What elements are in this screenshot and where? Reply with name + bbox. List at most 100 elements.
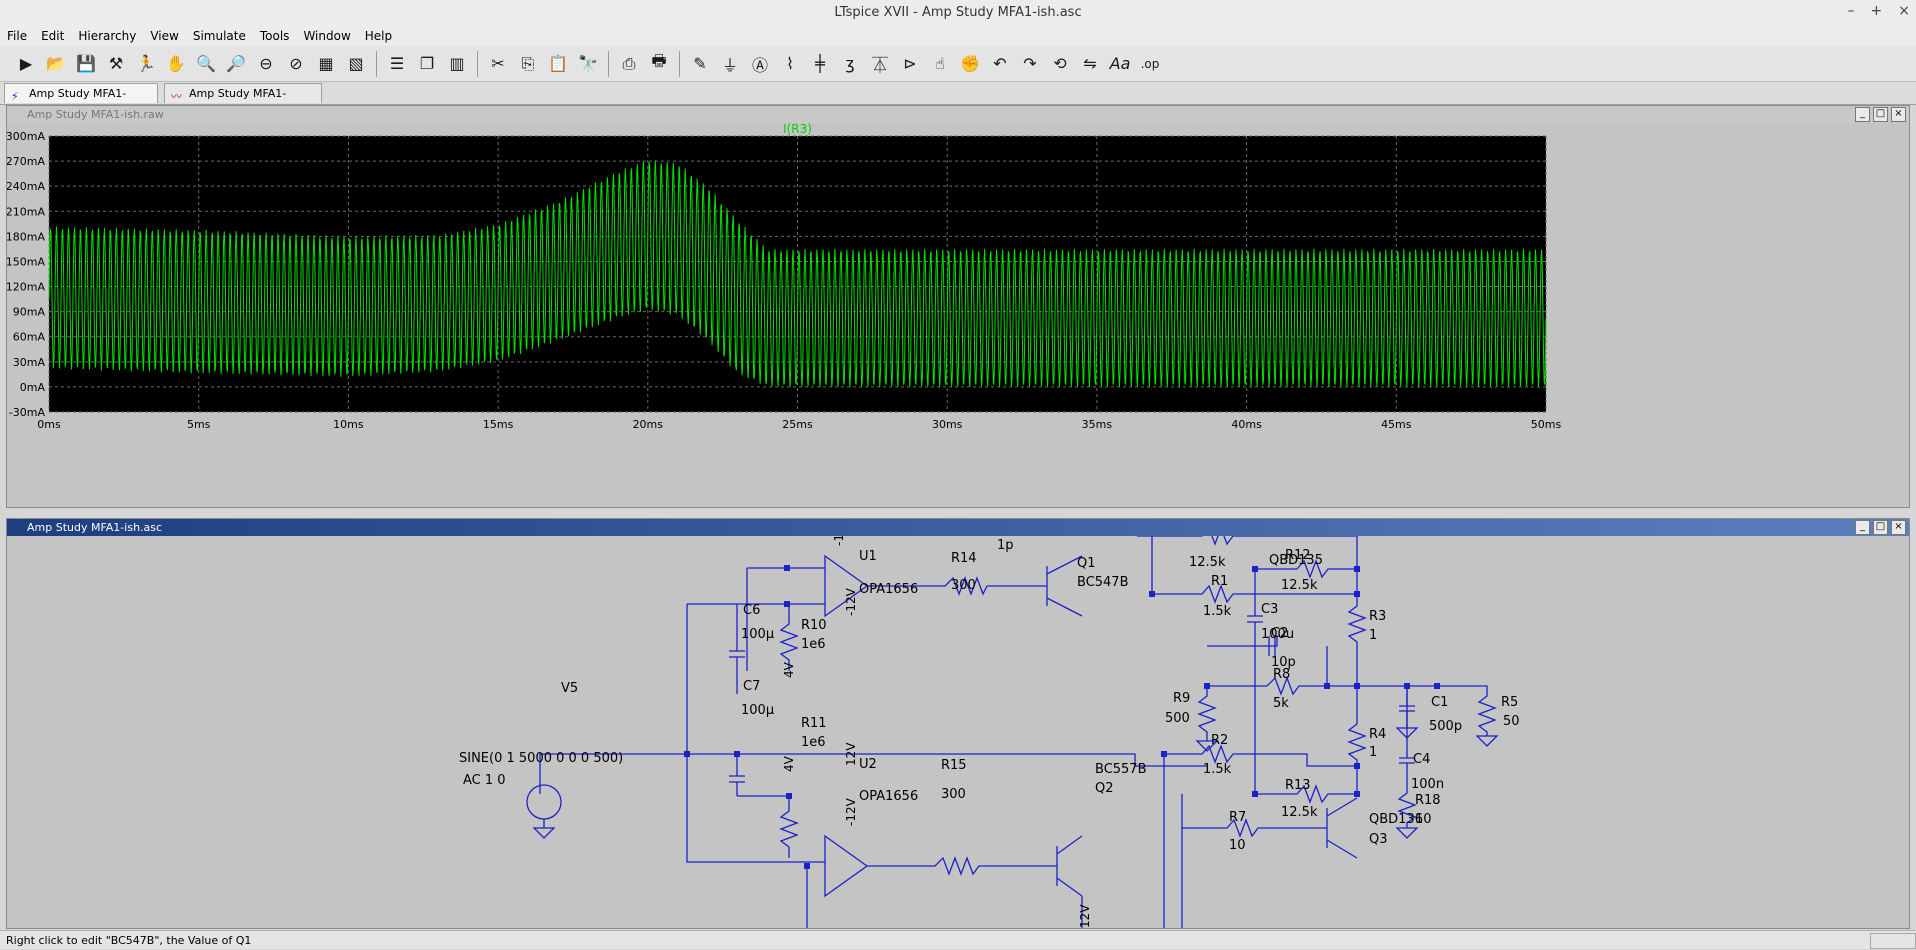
close-icon[interactable]: × [1891,520,1906,535]
tab-waveform[interactable]: 〰 Amp Study MFA1-ish.raw [164,83,322,120]
label-u2-model[interactable]: OPA1656 [859,789,918,804]
clear-icon[interactable]: ▧ [348,54,364,73]
label-r5-value[interactable]: 50 [1503,714,1520,729]
label-r3-value[interactable]: 1 [1369,628,1377,643]
tile-vertical-icon[interactable]: ▥ [449,54,465,73]
label-q1[interactable]: Q1 [1077,556,1096,571]
label-q2[interactable]: Q2 [1095,781,1114,796]
label-r14-value[interactable]: 300 [951,578,976,593]
minimize-icon[interactable]: – [1847,3,1855,19]
label-r8[interactable]: R8 [1273,667,1290,682]
label-r2-value[interactable]: 1.5k [1203,762,1232,777]
waveform-plot[interactable]: 300mA270mA240mA210mA180mA150mA120mA90mA6… [7,123,1909,507]
label-r10-value[interactable]: 1e6 [801,637,826,652]
run-icon[interactable]: ▶ [19,54,33,73]
label-r7[interactable]: R7 [1229,810,1246,825]
label-c6[interactable]: C6 [743,603,760,618]
paste-icon[interactable]: 📋 [548,54,568,73]
source-v5[interactable] [526,784,562,820]
label-u2-neg[interactable]: -12V [844,797,858,826]
label-r9[interactable]: R9 [1173,691,1190,706]
label-r7-value[interactable]: 10 [1229,838,1246,853]
label-r5[interactable]: R5 [1501,695,1518,710]
capacitor-c7[interactable] [729,754,745,796]
zoom-area-icon[interactable]: 🔎 [226,54,246,73]
menu-simulate[interactable]: Simulate [192,29,246,43]
find-icon[interactable]: 🔭 [578,54,598,73]
resistor-r5[interactable] [1457,685,1499,747]
resistor-r3[interactable] [1347,536,1367,686]
label-u1-model[interactable]: OPA1656 [859,582,918,597]
resistor-r7[interactable] [1163,754,1327,928]
label-r9-value[interactable]: 500 [1165,711,1190,726]
label-r10[interactable]: R10 [801,618,827,633]
close-icon[interactable]: × [1898,3,1910,19]
schematic-canvas[interactable]: -12 U1 OPA1656 -12V R14 300 1p Q1 BC547B… [7,536,1909,928]
label-c7[interactable]: C7 [743,679,760,694]
label-u2[interactable]: U2 [859,757,877,772]
drag-icon[interactable]: ✊ [960,54,980,73]
resistor-r15[interactable] [867,856,1057,876]
label-q1-model[interactable]: BC547B [1077,575,1129,590]
label-r-top-value[interactable]: 12.5k [1189,555,1226,570]
run-man-icon[interactable]: 🏃 [136,54,156,73]
tile-horizontal-icon[interactable]: ☰ [389,54,405,73]
zoom-in-icon[interactable]: 🔍 [196,54,216,73]
resistor-icon[interactable]: ⌇ [786,54,794,73]
capacitor-icon[interactable]: ╪ [815,54,825,73]
label-4v-top[interactable]: 4V [782,661,796,678]
label-r1-value[interactable]: 1.5k [1203,604,1232,619]
resistor-r8[interactable] [1207,676,1357,696]
label-c4-value[interactable]: 100n [1411,777,1444,792]
component-icon[interactable]: ⊳ [903,54,917,73]
resistor-r13[interactable] [1254,686,1357,804]
transistor-q3[interactable] [1326,797,1358,859]
label-r18[interactable]: R18 [1415,793,1441,808]
label-c2[interactable]: C2 [1271,626,1288,641]
tab-schematic[interactable]: ⚡ Amp Study MFA1-ish.asc [4,83,158,120]
control-panel-icon[interactable]: ⚒ [108,54,124,73]
menu-view[interactable]: View [150,29,179,43]
label-c3-value[interactable]: 100u [1261,627,1294,642]
label-u2-supply[interactable]: 12V [844,742,858,766]
label-u1[interactable]: U1 [859,549,877,564]
label-r8-value[interactable]: 5k [1273,696,1289,711]
label-c1-value[interactable]: 500p [1429,719,1462,734]
label-r11[interactable]: R11 [801,716,827,731]
label-qbd135[interactable]: QBD135 [1269,553,1323,568]
copy-icon[interactable]: ⎘ [521,53,535,73]
label-r2[interactable]: R2 [1211,733,1228,748]
label-c7-value[interactable]: 100µ [741,703,774,718]
restore-icon[interactable]: □ [1873,107,1888,122]
label-c1[interactable]: C1 [1431,695,1448,710]
label-r13[interactable]: R13 [1285,778,1311,793]
menu-tools[interactable]: Tools [259,29,290,43]
spice-directive-icon[interactable]: .op [1140,56,1160,71]
plot-title[interactable]: I(R3) [783,123,812,136]
text-icon[interactable]: Aa [1109,54,1131,73]
label-q2-model[interactable]: BC557B [1095,762,1147,777]
autorange-icon[interactable]: ▦ [318,54,334,73]
capacitor-c6[interactable] [729,604,745,694]
resistor-r9[interactable] [1195,686,1219,752]
print-icon[interactable]: 🖶 [651,51,667,70]
label-r14[interactable]: R14 [951,551,977,566]
menu-help[interactable]: Help [364,29,393,43]
open-icon[interactable]: 📂 [46,54,66,73]
minimize-icon[interactable]: _ [1855,520,1870,535]
rotate-icon[interactable]: ⟲ [1053,54,1067,73]
label-r15-value[interactable]: 300 [941,787,966,802]
label-c2-value[interactable]: 10p [1271,655,1296,670]
undo-icon[interactable]: ↶ [993,54,1007,73]
label-r1[interactable]: R1 [1211,574,1228,589]
opamp-u2[interactable] [824,834,869,898]
label-q3[interactable]: Q3 [1369,832,1388,847]
resistor-r14[interactable] [867,576,1047,596]
cascade-icon[interactable]: ❐ [419,54,435,73]
label-r18-value[interactable]: 10 [1415,812,1432,827]
capacitor-c4[interactable] [1395,686,1419,839]
label-r3[interactable]: R3 [1369,609,1386,624]
label-r4-value[interactable]: 1 [1369,745,1377,760]
diode-icon[interactable]: ⏄ [871,55,888,75]
opamp-u1[interactable] [824,554,869,618]
